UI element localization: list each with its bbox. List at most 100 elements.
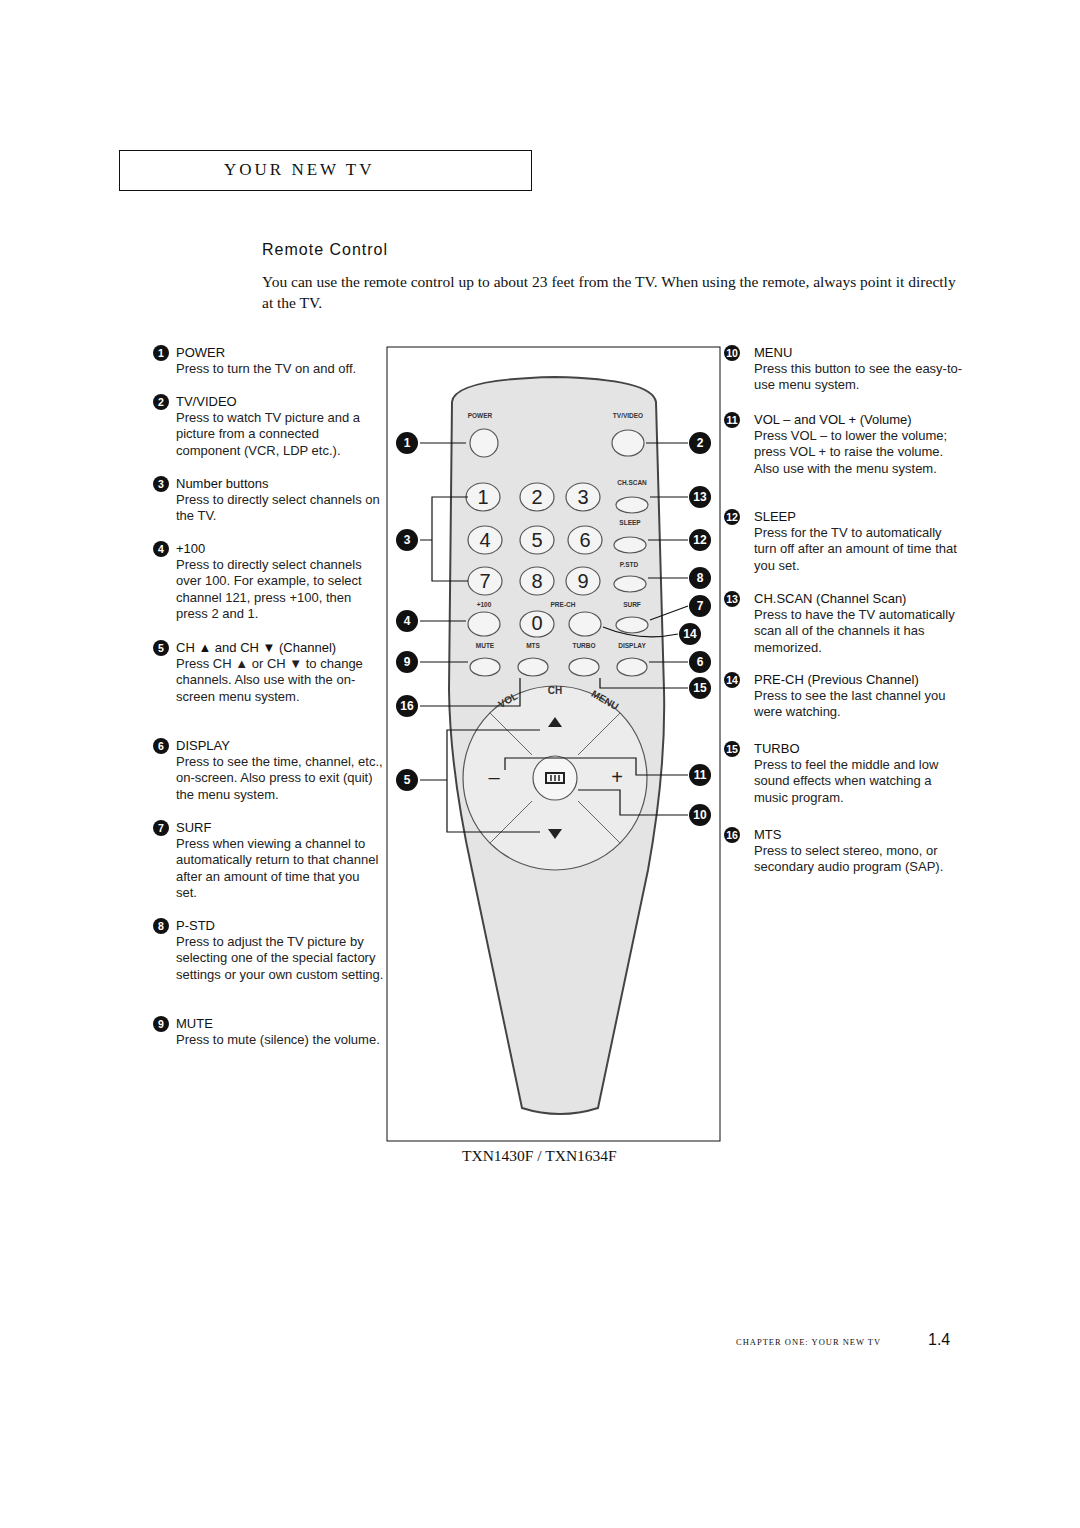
remote-button-label: P.STD [620,561,638,568]
section-title: Remote Control [262,241,388,259]
remote-button-label: SURF [623,601,641,608]
item-name: MENU [754,345,792,361]
remote-button-label: 6 [579,529,590,552]
item-name: PRE-CH (Previous Channel) [754,672,919,688]
item-description: Press to have the TV automatically scan … [754,607,964,656]
remote-button-label: DISPLAY [618,642,646,649]
item-number: 4 [153,541,169,557]
item-description: Press to select stereo, mono, or seconda… [754,843,964,876]
callout-number: 9 [396,651,418,673]
item-description: Press to see the time, channel, etc., on… [176,754,384,803]
page-number: 1.4 [928,1331,950,1349]
item-name: SURF [176,820,211,836]
remote-button-label: TV/VIDEO [613,412,643,419]
callout-number: 16 [396,695,418,717]
item-name: +100 [176,541,205,557]
callout-number: 13 [689,486,711,508]
item-name: TV/VIDEO [176,394,237,410]
item-name: MTS [754,827,781,843]
item-number: 3 [153,476,169,492]
dpad-arrows [546,717,564,839]
callout-number: 10 [689,804,711,826]
callout-number: 12 [689,529,711,551]
footer-chapter: CHAPTER ONE: YOUR NEW TV [736,1337,881,1347]
item-number: 15 [724,741,740,757]
item-description: Press for the TV to automatically turn o… [754,525,964,574]
item-description: Press to turn the TV on and off. [176,361,384,377]
item-number: 7 [153,820,169,836]
callout-number: 6 [689,651,711,673]
item-number: 12 [724,509,740,525]
item-description: Press to feel the middle and low sound e… [754,757,964,806]
leader-lines [420,443,688,832]
item-number: 16 [724,827,740,843]
item-name: DISPLAY [176,738,230,754]
header-box: YOUR NEW TV [119,150,532,191]
item-description: Press to directly select channels on the… [176,492,384,525]
item-description: Press to mute (silence) the volume. [176,1032,384,1048]
callout-number: 5 [396,769,418,791]
item-number: 11 [724,412,740,428]
item-name: VOL – and VOL + (Volume) [754,412,912,428]
item-name: TURBO [754,741,800,757]
model-caption: TXN1430F / TXN1634F [462,1147,617,1165]
item-name: CH.SCAN (Channel Scan) [754,591,906,607]
remote-body [449,377,664,1114]
figure-frame [387,347,720,1141]
remote-button-label: MTS [526,642,540,649]
remote-button-label: SLEEP [619,519,640,526]
remote-button-label: 7 [479,570,490,593]
remote-button-label: 2 [531,486,542,509]
callout-number: 3 [396,529,418,551]
remote-button-label: CH [548,685,562,696]
dpad-dividers [490,713,620,843]
remote-button-label: 8 [531,570,542,593]
item-description: Press when viewing a channel to automati… [176,836,384,901]
item-number: 14 [724,672,740,688]
item-description: Press VOL – to lower the volume; press V… [754,428,964,477]
item-name: MUTE [176,1016,213,1032]
callout-number: 4 [396,610,418,632]
callout-number: 2 [689,432,711,454]
remote-button-label: 1 [477,486,488,509]
item-description: Press to adjust the TV picture by select… [176,934,384,983]
item-name: SLEEP [754,509,796,525]
callout-number: 14 [679,623,701,645]
item-number: 13 [724,591,740,607]
callout-number: 8 [689,567,711,589]
item-description: Press this button to see the easy-to-use… [754,361,964,394]
remote-button-label: + [611,766,623,789]
callout-number: 15 [689,677,711,699]
item-name: Number buttons [176,476,269,492]
remote-button-label: MUTE [476,642,494,649]
item-number: 6 [153,738,169,754]
item-number: 8 [153,918,169,934]
remote-button-label: 4 [479,529,490,552]
item-description: Press to directly select channels over 1… [176,557,384,622]
remote-button-label: PRE-CH [551,601,576,608]
item-number: 10 [724,345,740,361]
remote-button-label: 9 [577,570,588,593]
item-number: 5 [153,640,169,656]
item-name: P-STD [176,918,215,934]
item-number: 1 [153,345,169,361]
remote-button-label: TURBO [572,642,595,649]
item-number: 2 [153,394,169,410]
item-description: Press to watch TV picture and a picture … [176,410,384,459]
intro-paragraph: You can use the remote control up to abo… [262,271,962,313]
remote-button-label: CH.SCAN [617,479,647,486]
item-name: CH ▲ and CH ▼ (Channel) [176,640,336,656]
remote-button-label: +100 [477,601,492,608]
item-number: 9 [153,1016,169,1032]
remote-button-label: POWER [468,412,493,419]
item-name: POWER [176,345,225,361]
remote-button-label: 3 [577,486,588,509]
callout-number: 1 [396,432,418,454]
remote-button-label: 5 [531,529,542,552]
header-text: YOUR NEW TV [224,160,374,180]
callout-number: 11 [689,764,711,786]
item-description: Press CH ▲ or CH ▼ to change channels. A… [176,656,384,705]
remote-button-label: 0 [531,612,542,635]
item-description: Press to see the last channel you were w… [754,688,964,721]
